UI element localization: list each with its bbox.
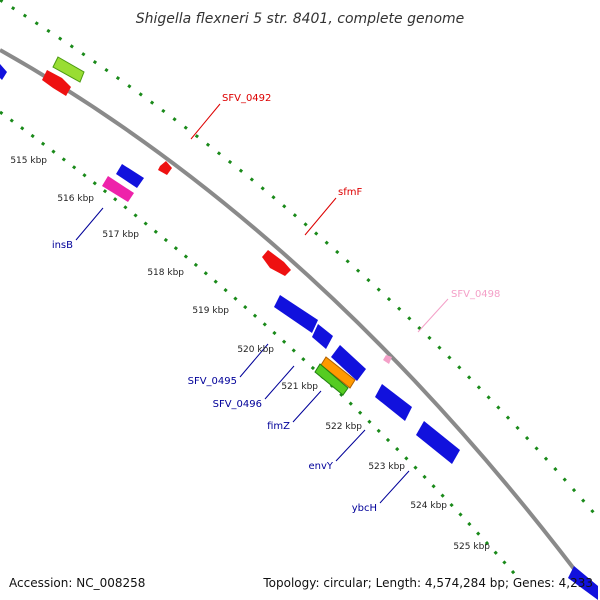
tick-label: 521 kbp: [281, 382, 318, 392]
gene-arrow-reverse-corner: [568, 566, 598, 600]
label-leader-lines: [75, 103, 449, 504]
leader-sfmf: [304, 197, 337, 236]
kbp-tick-labels: 515 kbp 516 kbp 517 kbp 518 kbp 519 kbp …: [10, 156, 490, 552]
gene-arrow-reverse-fimz: [331, 345, 366, 381]
gene-mobile-element-insb: [102, 176, 134, 202]
gene-label: fimZ: [267, 421, 290, 432]
genome-backbone: [0, 48, 592, 592]
leader-sfv0492: [190, 103, 221, 140]
tick-label: 516 kbp: [57, 194, 94, 204]
gene-arrow-reverse-sfv0496: [312, 324, 333, 349]
gene-label: SFV_0496: [213, 399, 262, 410]
gene-label: SFV_0492: [222, 93, 271, 104]
gene-arrow-forward: [42, 70, 71, 96]
forward-strand-genes: [0, 56, 392, 364]
leader-sfv0495: [239, 343, 269, 378]
tick-label: 523 kbp: [368, 462, 405, 472]
tick-label: 524 kbp: [410, 501, 447, 511]
tick-label: 520 kbp: [237, 345, 274, 355]
gene-arrow-reverse-sfv0495: [274, 295, 318, 333]
gene-arrow-reverse-edge: [0, 64, 7, 80]
gene-label: SFV_0495: [188, 376, 237, 387]
gene-label: envY: [308, 461, 333, 472]
tick-label: 519 kbp: [192, 306, 229, 316]
map-title: Shigella flexneri 5 str. 8401, complete …: [136, 11, 465, 27]
outer-dotted-ring: [0, 0, 600, 521]
gene-arrow-forward-sfv0492: [158, 161, 172, 175]
leader-fimz: [292, 390, 322, 423]
tick-label: 515 kbp: [10, 156, 47, 166]
gene-other: [320, 356, 356, 389]
tick-label: 518 kbp: [147, 268, 184, 278]
tick-label: 522 kbp: [325, 422, 362, 432]
genome-summary-text: Topology: circular; Length: 4,574,284 bp…: [262, 576, 593, 590]
inner-dotted-ring: [0, 110, 522, 581]
gene-arrow-forward-sfmf: [262, 250, 291, 276]
leader-ybch: [379, 470, 410, 504]
gene-label: insB: [52, 240, 73, 251]
gene-arrow-reverse-envy: [375, 384, 412, 421]
gene-rna-2: [314, 363, 349, 396]
gene-arrow-reverse-ybch: [416, 421, 460, 464]
gene-label: sfmF: [338, 187, 362, 198]
gene-arrow-reverse: [116, 164, 144, 188]
leader-sfv0498: [417, 298, 449, 333]
reverse-strand-genes: [102, 164, 598, 600]
leader-sfv0496: [264, 365, 295, 400]
tick-label: 517 kbp: [102, 230, 139, 240]
accession-text: Accession: NC_008258: [9, 576, 145, 590]
leader-envy: [335, 429, 366, 462]
gene-label: SFV_0498: [451, 289, 500, 300]
gene-labels: SFV_0492 sfmF SFV_0498 insB SFV_0495 SFV…: [52, 93, 501, 514]
leader-insb: [75, 207, 104, 241]
gene-rna: [52, 56, 85, 83]
gene-label: ybcH: [352, 503, 377, 514]
gene-arrow-forward-sfv0498: [383, 355, 392, 364]
tick-label: 525 kbp: [453, 542, 490, 552]
